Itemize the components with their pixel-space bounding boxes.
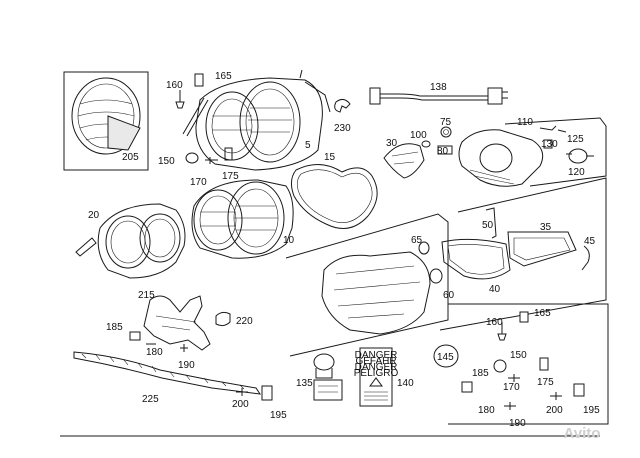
label-40: 40 [489, 284, 501, 295]
part-225-trim-strip [73, 351, 262, 395]
label-160: 160 [166, 80, 183, 91]
warning-line3: DANGER [355, 362, 398, 373]
watermark: Avito [564, 425, 601, 442]
parts-100-75-80 [421, 126, 453, 155]
part-20-bezel-frame [75, 203, 186, 279]
kit-145-labels: 145 150 160 165 170 175 180 185 190 195 … [437, 308, 600, 429]
label-195: 195 [270, 410, 287, 421]
part-205-lens-inset [63, 71, 149, 171]
kit-label-190: 190 [509, 418, 526, 429]
label-135: 135 [296, 378, 313, 389]
part-5-headlamp-upper [195, 69, 331, 171]
label-50: 50 [482, 220, 494, 231]
label-170: 170 [190, 177, 207, 188]
part-138-cable [369, 87, 508, 105]
label-45: 45 [584, 236, 596, 247]
label-138: 138 [430, 82, 447, 93]
label-165: 165 [215, 71, 232, 82]
warning-line1: DANGER [355, 350, 398, 361]
part-140-warning-label: DANGER GEFAHR DANGER PELIGRO [354, 347, 399, 407]
label-15: 15 [324, 152, 336, 163]
label-20: 20 [88, 210, 100, 221]
part-215-bracket [129, 295, 231, 352]
label-80: 80 [437, 146, 449, 157]
label-220: 220 [236, 316, 253, 327]
label-75: 75 [440, 117, 452, 128]
label-190: 190 [178, 360, 195, 371]
label-60: 60 [443, 290, 455, 301]
kit-label-150: 150 [510, 350, 527, 361]
label-10: 10 [283, 235, 295, 246]
kit-label-165: 165 [534, 308, 551, 319]
label-175: 175 [222, 171, 239, 182]
label-110: 110 [517, 117, 533, 128]
kit-label-185: 185 [472, 368, 489, 379]
kit-label-160: 160 [486, 317, 503, 328]
label-200: 200 [232, 399, 249, 410]
label-5: 5 [305, 140, 311, 151]
kit-label-180: 180 [478, 405, 495, 416]
kit-label-175: 175 [537, 377, 554, 388]
part-60-lamp-unit [285, 213, 449, 357]
parts-200-195 [236, 385, 273, 401]
part-10-headlamp-lower [191, 179, 294, 259]
part-15-gasket [290, 164, 378, 229]
part-230-wrench [334, 98, 351, 113]
label-215: 215 [138, 290, 155, 301]
part-30-cover [383, 143, 425, 179]
label-205: 205 [122, 152, 139, 163]
label-35: 35 [540, 222, 552, 233]
label-185: 185 [106, 322, 123, 333]
part-135-bulb [313, 353, 343, 401]
label-100: 100 [410, 130, 427, 141]
kit-label-195: 195 [583, 405, 600, 416]
kit-label-170: 170 [503, 382, 520, 393]
warning-line2: GEFAHR [355, 356, 396, 367]
label-30: 30 [386, 138, 398, 149]
label-225: 225 [142, 394, 159, 405]
part-labels: 5 10 15 20 30 35 40 45 50 60 65 75 80 10… [88, 71, 596, 421]
label-125: 125 [567, 134, 584, 145]
label-65: 65 [411, 235, 423, 246]
parts-110-130-125-120 [504, 117, 607, 187]
kit-label-145: 145 [437, 352, 454, 363]
kit-label-200: 200 [546, 405, 563, 416]
parts-35-40-45-50 [439, 177, 607, 331]
label-120: 120 [568, 167, 585, 178]
small-hardware-upper-left [175, 73, 233, 164]
label-180: 180 [146, 347, 163, 358]
label-140: 140 [397, 378, 414, 389]
kit-145-box [433, 303, 609, 425]
label-230: 230 [334, 123, 351, 134]
label-150: 150 [158, 156, 175, 167]
label-130: 130 [541, 139, 558, 150]
part-25-lamp-housing [458, 129, 544, 187]
warning-line4: PELIGRO [354, 368, 399, 379]
